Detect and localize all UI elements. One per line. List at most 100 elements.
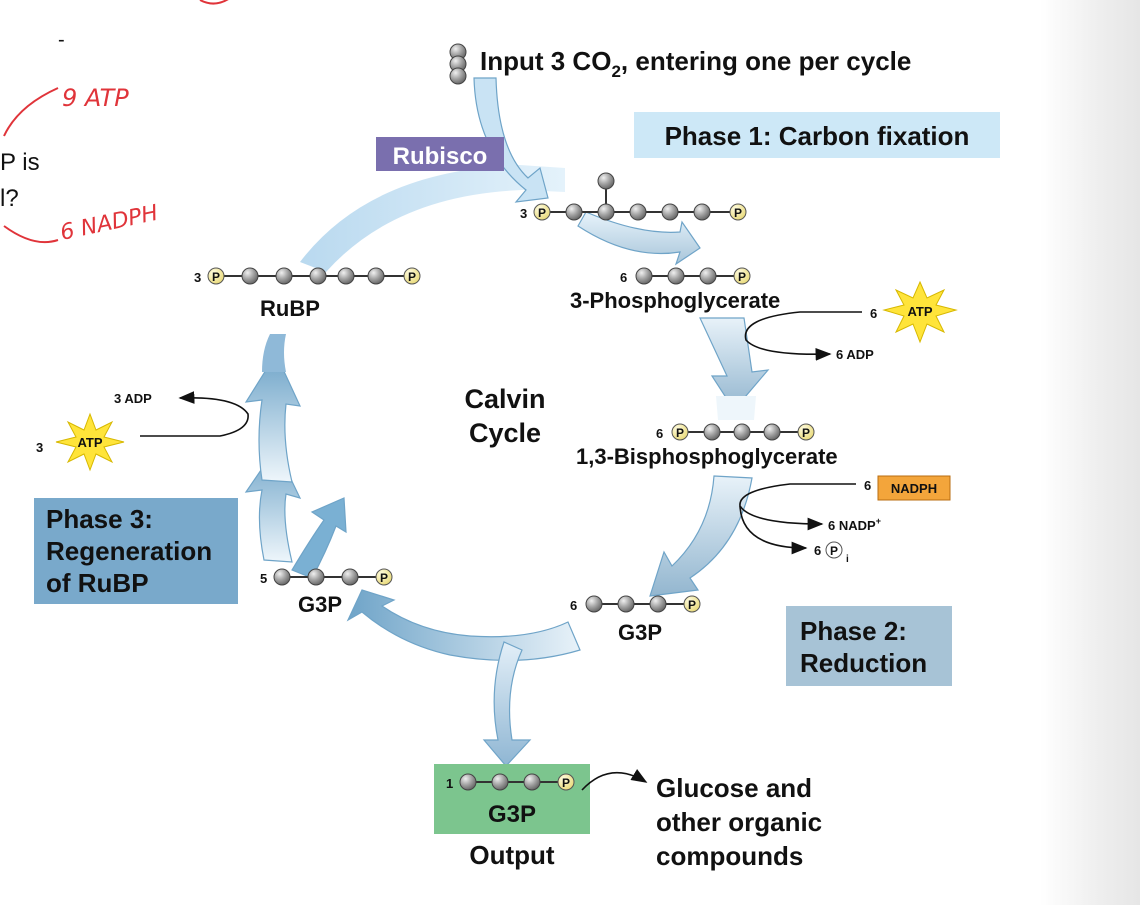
atp-input-phase2: 6 ATP 6 ADP <box>744 280 958 362</box>
atp-star-icon <box>55 412 125 472</box>
center-label-line2: Cycle <box>469 418 541 448</box>
phase1-label: Phase 1: Carbon fixation <box>665 121 970 151</box>
phosphate-icon <box>403 267 421 285</box>
center-label-line1: Calvin <box>464 384 545 414</box>
phase3-line1: Phase 3: <box>46 504 153 534</box>
phosphate-label: P <box>688 598 696 612</box>
carbon-atom <box>585 595 603 613</box>
carbon-atom <box>523 773 541 791</box>
carbon-atom <box>341 568 359 586</box>
g3p-six-label: G3P <box>618 620 662 645</box>
pi-release-arrow <box>739 505 808 555</box>
nadp-superscript: + <box>876 516 881 526</box>
co2-molecule-icon <box>449 67 467 85</box>
glucose-line3: compounds <box>656 841 803 871</box>
coef-5: 5 <box>260 571 267 586</box>
carbon-atom <box>597 172 615 190</box>
arrow-regen-2 <box>244 352 302 483</box>
arrow-to-bpg-fade <box>716 396 756 420</box>
phosphate-label: P <box>802 426 810 440</box>
handwritten-notes: - 9 ATP P is l? 6 NADPH <box>0 0 229 246</box>
coef-3: 3 <box>36 440 43 455</box>
atp-input-phase3: 3 ADP 3 ATP <box>36 391 249 472</box>
adp6-label: 6 ADP <box>836 347 874 362</box>
carbon-atom <box>597 203 615 221</box>
coef-3: 3 <box>194 270 201 285</box>
input-label: Input 3 CO2, entering one per cycle <box>480 46 911 81</box>
carbon-atom <box>629 203 647 221</box>
phase3-line3: of RuBP <box>46 568 149 598</box>
carbon-atom <box>459 773 477 791</box>
nadp-text: 6 NADP <box>828 518 876 533</box>
phosphate-label: P <box>408 270 416 284</box>
rubp-molecule: 3 P P RuBP <box>194 267 421 321</box>
pga-label: 3-Phosphoglycerate <box>570 288 780 313</box>
nadp-label: 6 NADP+ <box>828 516 881 533</box>
pi-subscript: i <box>846 554 849 565</box>
phosphate-icon <box>375 568 393 586</box>
phase3-line2: Regeneration <box>46 536 212 566</box>
co2-input: Input 3 CO2, entering one per cycle <box>449 43 911 85</box>
arrow-to-bpg <box>699 317 770 412</box>
pga-molecule: 6 P 3-Phosphoglycerate <box>570 267 780 313</box>
side-text-line2: l? <box>0 185 19 212</box>
atp-to-adp-arrow <box>744 311 862 361</box>
input-label-rest: , entering one per cycle <box>621 46 911 76</box>
nadph-label: NADPH <box>891 481 937 496</box>
coef-6: 6 <box>570 598 577 613</box>
phase2-box <box>786 606 952 686</box>
arc-to-regeneration <box>346 589 581 662</box>
carbon-atom <box>635 267 653 285</box>
coef-6: 6 <box>620 270 627 285</box>
carbon-atom <box>733 423 751 441</box>
nadph-note: 6 NADPH <box>58 201 160 246</box>
nadph-box <box>877 475 951 501</box>
arrow-regen-top <box>262 334 286 372</box>
atp-label: ATP <box>907 304 932 319</box>
carbon-atom <box>241 267 259 285</box>
rubisco-box <box>376 137 504 171</box>
carbon-atom <box>649 595 667 613</box>
phase3-box <box>34 498 238 604</box>
input-label-main: Input 3 CO <box>480 46 611 76</box>
carbon-atom <box>693 203 711 221</box>
output-label: Output <box>469 840 555 870</box>
phase1-box <box>634 112 1000 158</box>
intermediate-molecule: 3 P P <box>520 172 747 221</box>
atp-to-adp-arrow-phase3 <box>140 391 249 437</box>
phosphate-icon <box>797 423 815 441</box>
carbon-atom <box>617 595 635 613</box>
carbon-atom <box>307 568 325 586</box>
g3p-five-molecule: 5 P G3P <box>260 568 393 617</box>
nadph-input: 6 NADPH 6 NADP+ 6 P i <box>739 475 951 565</box>
phosphate-icon <box>683 595 701 613</box>
co2-input-arrow <box>473 77 549 203</box>
input-label-subscript: 2 <box>611 62 620 81</box>
phosphate-icon <box>671 423 689 441</box>
bpg-molecule: 6 P P 1,3-Bisphosphoglycerate <box>576 423 838 469</box>
adp3-label: 3 ADP <box>114 391 152 406</box>
output-g3p-label: G3P <box>488 801 536 828</box>
glucose-line1: Glucose and <box>656 773 812 803</box>
arrow-to-3pga <box>577 211 701 266</box>
phosphate-label: P <box>538 206 546 220</box>
g3p-five-label: G3P <box>298 592 342 617</box>
phosphate-icon <box>533 203 551 221</box>
output-arrow <box>482 641 532 767</box>
phosphate-label: P <box>830 544 838 558</box>
output-molecule: 1 P G3P Output Glucose and other organic… <box>434 764 822 871</box>
carbon-atom <box>309 267 327 285</box>
bpg-label: 1,3-Bisphosphoglycerate <box>576 444 838 469</box>
phosphate-label: P <box>212 270 220 284</box>
coef-6: 6 <box>870 306 877 321</box>
phosphate-icon <box>733 267 751 285</box>
phosphate-icon <box>825 541 843 559</box>
carbon-atom <box>337 267 355 285</box>
coef-6: 6 <box>656 426 663 441</box>
cycle-arrows <box>244 77 770 767</box>
arrow-regen-3 <box>291 497 347 579</box>
coef-3: 3 <box>520 206 527 221</box>
carbon-atom <box>491 773 509 791</box>
red-brace-bottom <box>3 225 59 244</box>
